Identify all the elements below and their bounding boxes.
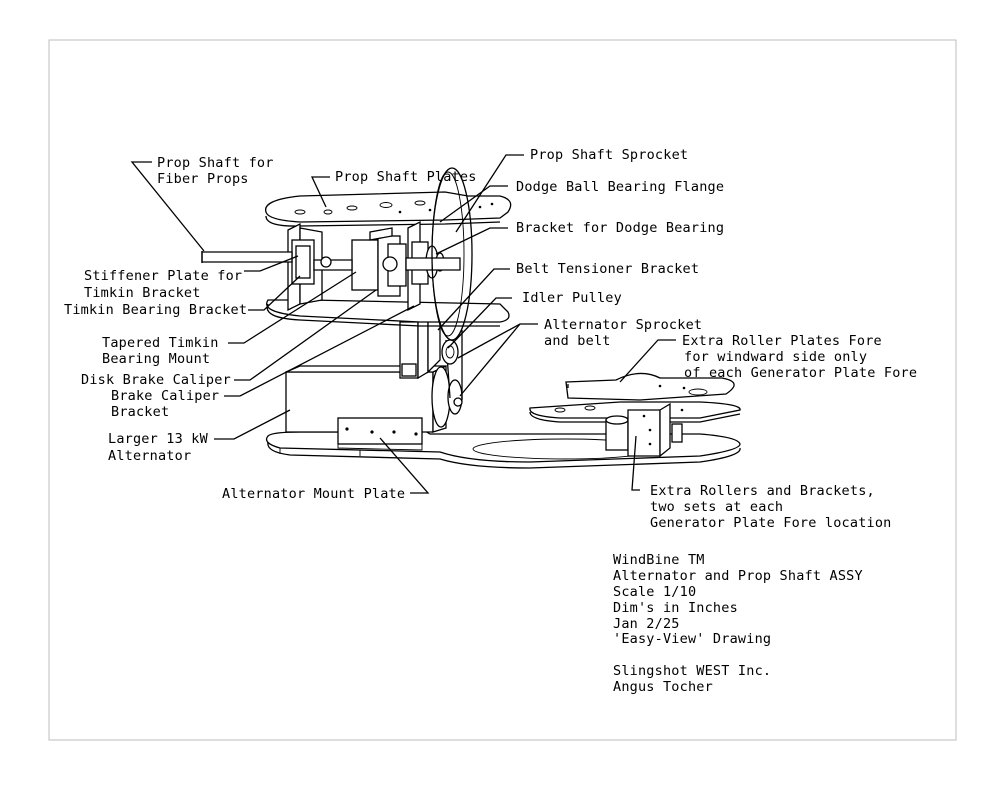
label-extra-rollers-2: two sets at each: [650, 499, 783, 515]
belt-and-idler: [441, 330, 463, 400]
label-timkin-bracket: Timkin Bearing Bracket: [64, 302, 247, 318]
label-extra-rollers-3: Generator Plate Fore location: [650, 515, 892, 531]
label-mount-plate: Alternator Mount Plate: [222, 486, 405, 502]
label-tapered-2: Bearing Mount: [102, 351, 210, 367]
title-line-2: Alternator and Prop Shaft ASSY: [613, 568, 863, 584]
leader-lines: [130, 154, 676, 494]
assembly-drawing: [201, 167, 741, 469]
label-brake-bracket-1: Brake Caliper: [111, 388, 219, 404]
label-dodge-flange: Dodge Ball Bearing Flange: [516, 179, 724, 195]
label-extra-rollers-1: Extra Rollers and Brackets,: [650, 483, 875, 499]
label-prop-shaft-plates: Prop Shaft Plates: [335, 169, 477, 185]
title-line-8: Angus Tocher: [613, 679, 713, 695]
label-tapered-1: Tapered Timkin: [102, 335, 219, 351]
label-alternator-2: Alternator: [108, 448, 191, 464]
title-line-4: Dim's in Inches: [613, 600, 738, 616]
title-line-1: WindBine TM: [613, 552, 705, 568]
label-alt-sprocket-1: Alternator Sprocket: [544, 317, 702, 333]
belt-tensioner-bracket: [399, 313, 441, 380]
label-extra-plates-1: Extra Roller Plates Fore: [682, 333, 882, 349]
title-line-3: Scale 1/10: [613, 584, 696, 600]
title-line-5: Jan 2/25: [613, 616, 680, 632]
label-brake-bracket-2: Bracket: [111, 404, 169, 420]
sheet-border: [48, 39, 957, 741]
title-block: WindBine TM Alternator and Prop Shaft AS…: [613, 552, 863, 695]
label-extra-plates-3: of each Generator Plate Fore: [684, 365, 917, 381]
label-prop-shaft-fiber-2: Fiber Props: [157, 171, 249, 187]
alternator-mount-plate: [337, 417, 423, 451]
callouts: Prop Shaft for Fiber Props Prop Shaft Pl…: [64, 147, 917, 531]
label-stiffener-2: Timkin Bracket: [84, 285, 201, 301]
timkin-bearing-bracket: [287, 222, 323, 312]
label-extra-plates-2: for windward side only: [684, 349, 867, 365]
label-prop-shaft-sprocket: Prop Shaft Sprocket: [530, 147, 688, 163]
title-line-6: 'Easy-View' Drawing: [613, 631, 771, 647]
title-line-7: Slingshot WEST Inc.: [613, 663, 771, 679]
extra-roller-plates: [529, 372, 741, 423]
label-stiffener-1: Stiffener Plate for: [84, 268, 242, 284]
label-alt-sprocket-2: and belt: [544, 333, 611, 349]
label-disk-caliper: Disk Brake Caliper: [81, 372, 231, 388]
label-prop-shaft-fiber-1: Prop Shaft for: [157, 155, 274, 171]
label-belt-tensioner: Belt Tensioner Bracket: [516, 261, 699, 277]
label-idler: Idler Pulley: [522, 290, 622, 306]
label-dodge-bracket: Bracket for Dodge Bearing: [516, 220, 724, 236]
label-alternator-1: Larger 13 kW: [108, 431, 209, 447]
prop-shaft: [201, 251, 461, 272]
